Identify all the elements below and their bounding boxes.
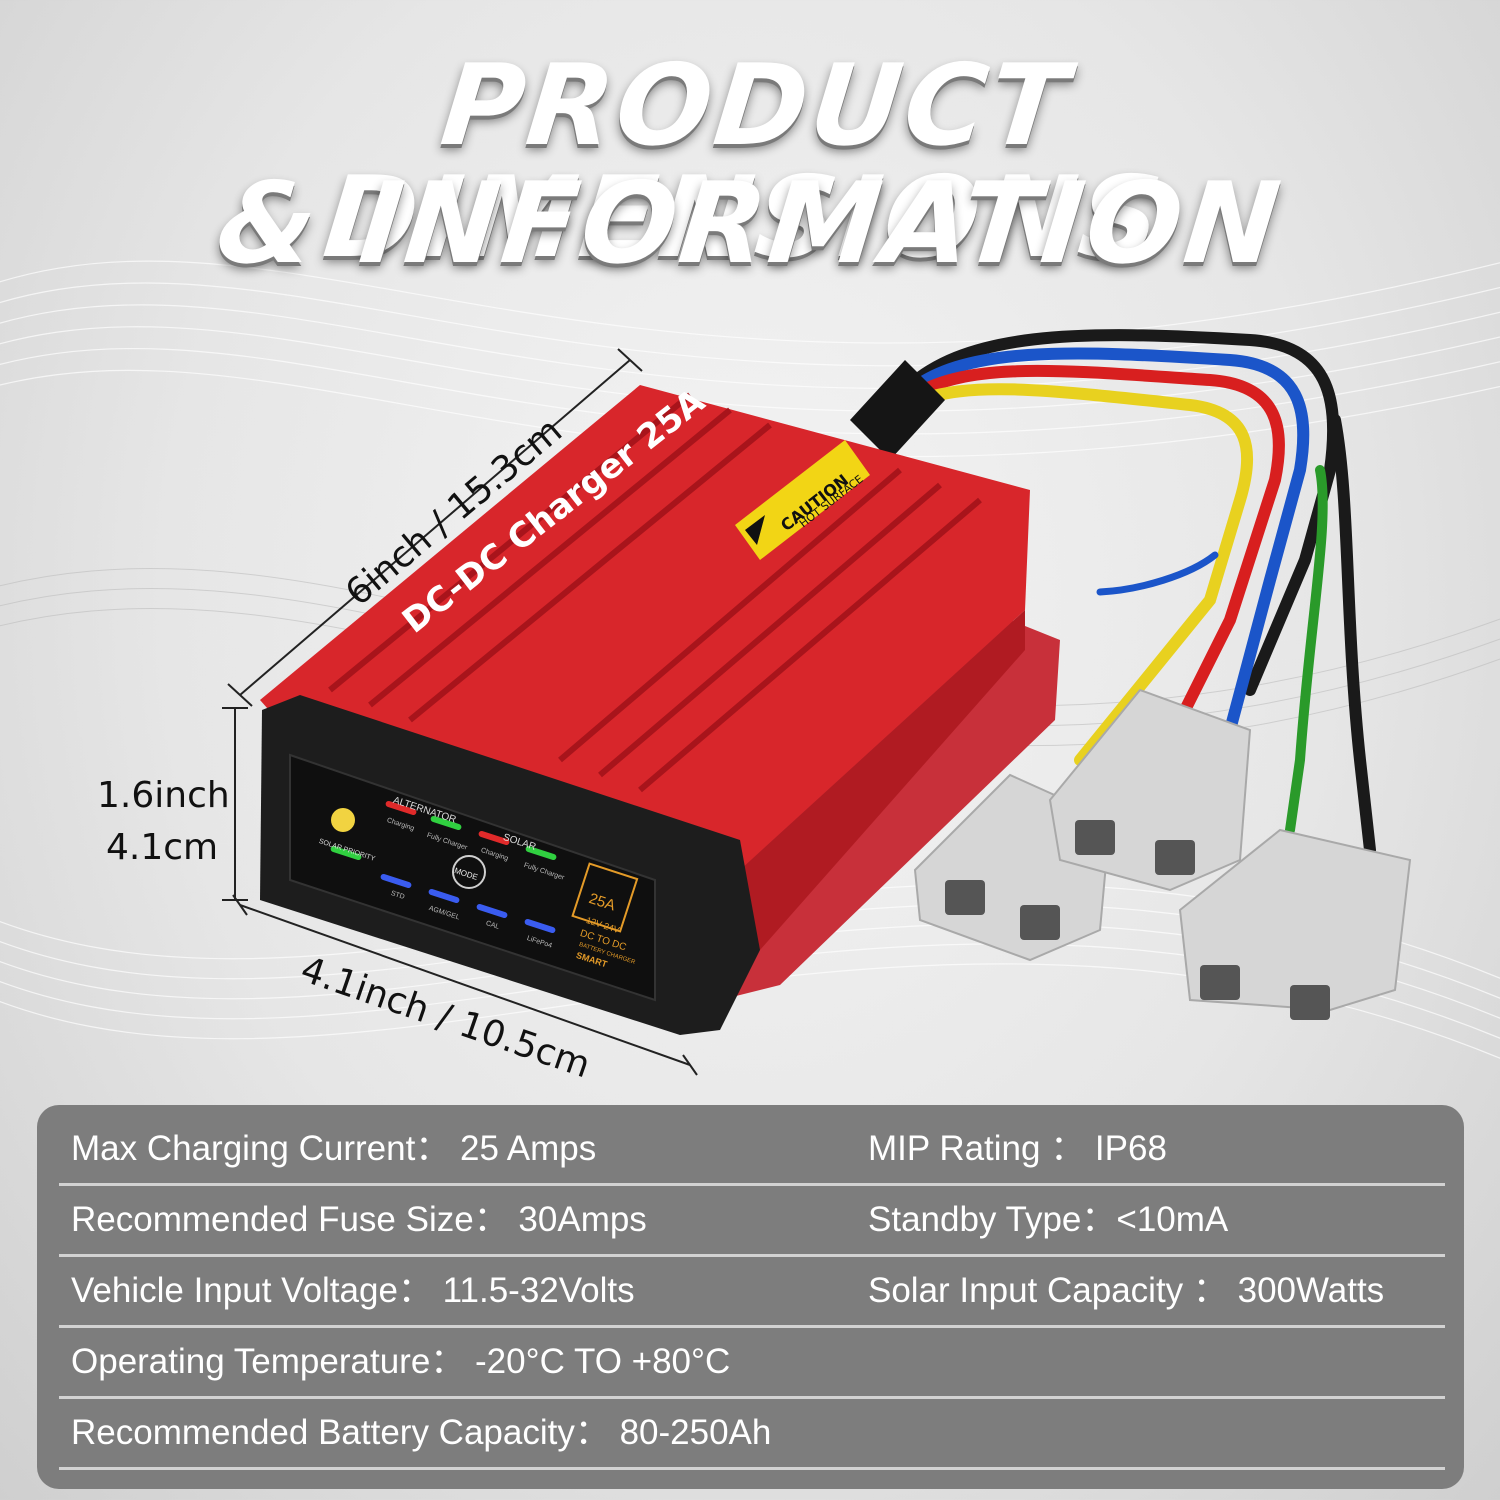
- spec-standby: Standby Type：<10mA: [868, 1200, 1229, 1239]
- caution-sticker: [735, 440, 870, 560]
- spec-fuse-size: Recommended Fuse Size： 30Amps: [71, 1200, 647, 1239]
- front-control-panel: [289, 753, 656, 1002]
- spec-operating-temperature: Operating Temperature： -20°C TO +80°C: [71, 1342, 731, 1381]
- specs-panel: Max Charging Current： 25 Amps MIP Rating…: [37, 1105, 1464, 1489]
- panel-leds: [330, 800, 639, 934]
- cable-bundle: [894, 329, 1376, 856]
- spec-row: Recommended Battery Capacity： 80-250Ah: [59, 1397, 1445, 1470]
- spec-battery-capacity: Recommended Battery Capacity： 80-250Ah: [71, 1413, 772, 1452]
- spec-row: Vehicle Input Voltage： 11.5-32Volts Sola…: [59, 1255, 1445, 1328]
- spec-row: Recommended Fuse Size： 30Amps Standby Ty…: [59, 1184, 1445, 1257]
- spec-input-voltage: Vehicle Input Voltage： 11.5-32Volts: [71, 1271, 635, 1310]
- housing-side: [740, 610, 1025, 950]
- spec-row: Max Charging Current： 25 Amps MIP Rating…: [59, 1113, 1445, 1186]
- spec-max-charging-current: Max Charging Current： 25 Amps: [71, 1129, 597, 1168]
- spec-row: Operating Temperature： -20°C TO +80°C: [59, 1326, 1445, 1399]
- dimension-lines: [222, 348, 698, 1076]
- anderson-connectors: [913, 688, 1412, 1012]
- product-illustration: [222, 329, 1412, 1076]
- dimension-height-inch-label: 1.6inch: [97, 775, 230, 816]
- dimension-height-cm-label: 4.1cm: [106, 827, 219, 868]
- spec-solar-input: Solar Input Capacity ： 300Watts: [868, 1271, 1385, 1310]
- cable-sleeve: [850, 360, 945, 460]
- spec-ip-rating: MIP Rating ： IP68: [868, 1129, 1167, 1168]
